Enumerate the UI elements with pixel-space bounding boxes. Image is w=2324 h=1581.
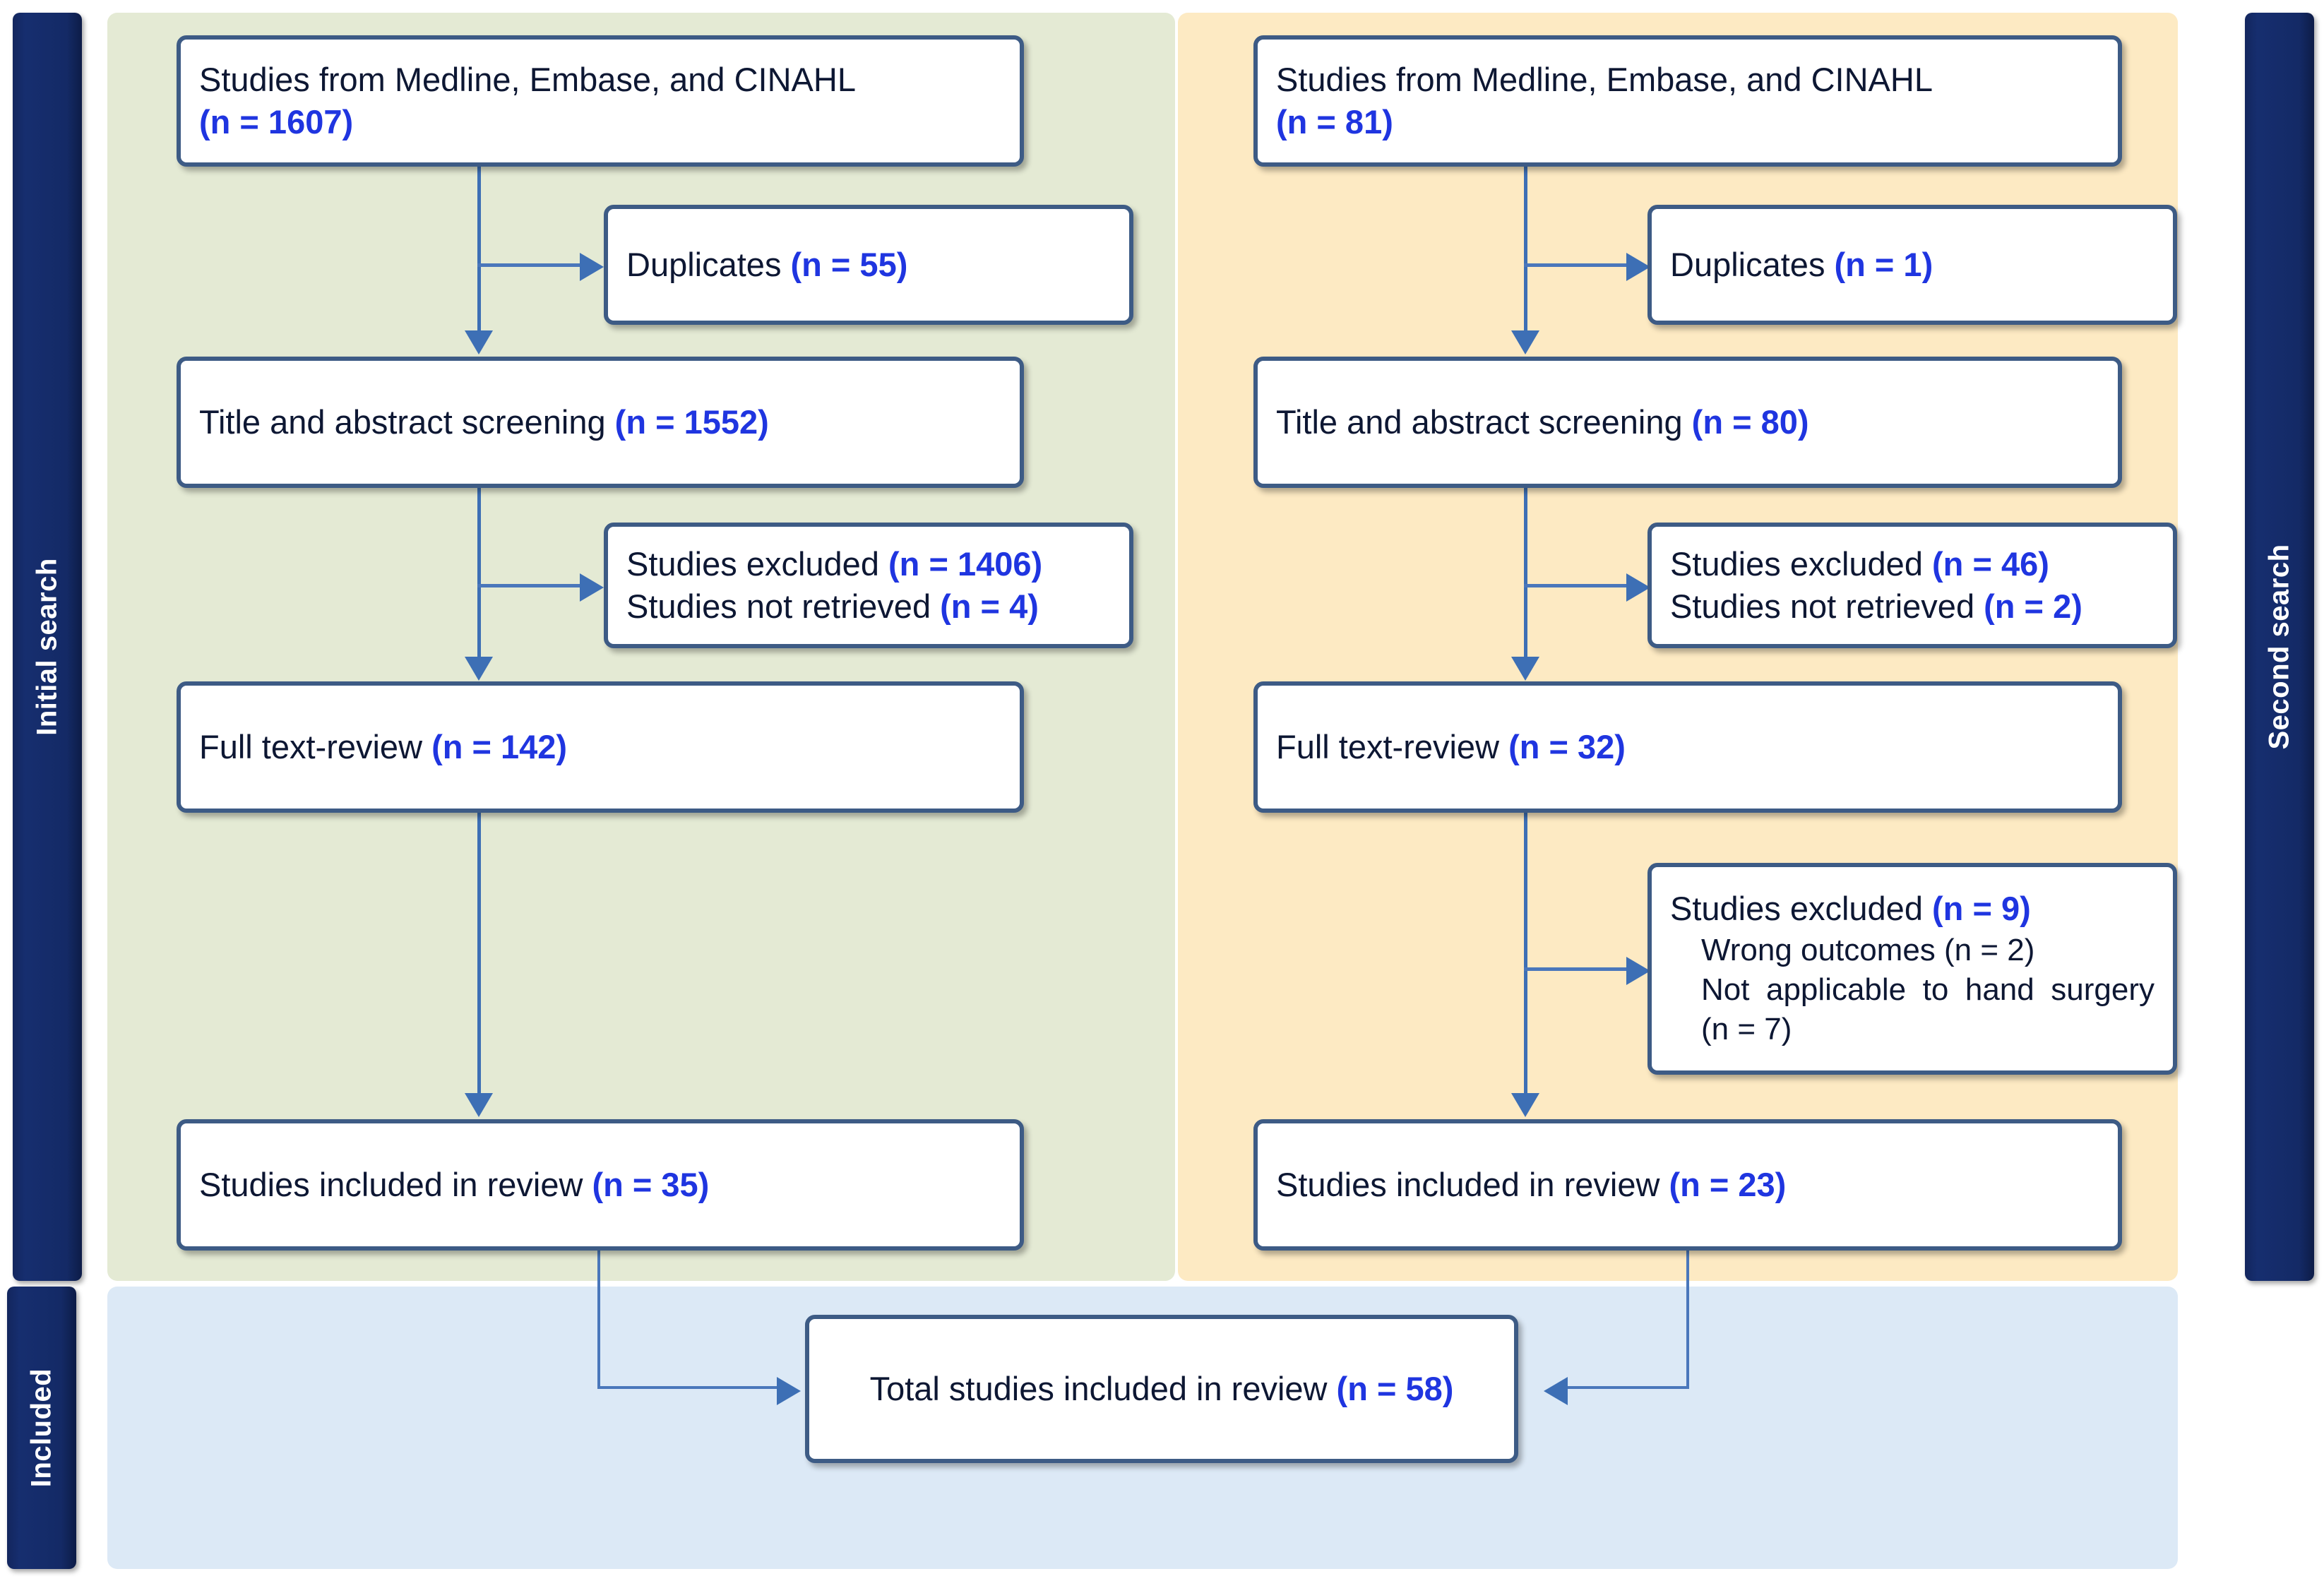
connector-right-fulltext-to-included	[1524, 813, 1527, 1095]
box-total-included-text: Total studies included in review (n = 58…	[828, 1368, 1496, 1410]
box-second-screening-label: Title and abstract screening	[1276, 402, 1692, 441]
box-second-not-retrieved-count: (n = 2)	[1984, 587, 2082, 625]
box-second-excluded-fulltext-label: Studies excluded	[1670, 890, 1933, 928]
box-second-fulltext: Full text-review (n = 32)	[1253, 681, 2122, 813]
box-second-excluded-text: Studies excluded (n = 46) Studies not re…	[1670, 543, 2155, 628]
connector-right-fulltext-to-included-arrow	[1511, 1093, 1539, 1117]
connector-left-to-excluded	[477, 584, 583, 587]
box-initial-included: Studies included in review (n = 35)	[177, 1119, 1024, 1251]
box-initial-included-count: (n = 35)	[592, 1165, 710, 1203]
box-second-fulltext-text: Full text-review (n = 32)	[1276, 726, 2099, 768]
box-initial-sources-count: (n = 1607)	[199, 103, 354, 141]
box-second-duplicates-count: (n = 1)	[1834, 245, 1933, 283]
connector-left-to-duplicates-arrow	[580, 253, 604, 281]
connector-right-screening-to-fulltext	[1524, 488, 1527, 668]
box-second-excluded-label: Studies excluded	[1670, 544, 1933, 583]
connector-right-sources-to-screening-arrow	[1511, 330, 1539, 354]
connector-right-to-excluded2-arrow	[1626, 957, 1650, 985]
box-total-included: Total studies included in review (n = 58…	[805, 1315, 1518, 1463]
box-total-included-label: Total studies included in review	[869, 1369, 1337, 1407]
box-second-duplicates-text: Duplicates (n = 1)	[1670, 244, 2155, 286]
box-second-included: Studies included in review (n = 23)	[1253, 1119, 2122, 1251]
connector-right-to-duplicates	[1524, 263, 1630, 267]
connector-left-screening-to-fulltext-arrow	[465, 657, 493, 681]
connector-right-to-excluded-arrow	[1626, 573, 1650, 602]
box-second-included-text: Studies included in review (n = 23)	[1276, 1164, 2099, 1206]
box-total-included-count: (n = 58)	[1336, 1369, 1454, 1407]
box-initial-fulltext-label: Full text-review	[199, 727, 432, 765]
box-initial-duplicates-count: (n = 55)	[790, 245, 908, 283]
connector-left-included-to-total-arrow	[777, 1377, 801, 1405]
box-initial-included-text: Studies included in review (n = 35)	[199, 1164, 1001, 1206]
box-second-excluded-fulltext-text: Studies excluded (n = 9) Wrong outcomes …	[1670, 888, 2155, 1049]
box-second-included-label: Studies included in review	[1276, 1165, 1669, 1203]
box-second-sources-count: (n = 81)	[1276, 103, 1393, 141]
box-second-screening-text: Title and abstract screening (n = 80)	[1276, 401, 2099, 443]
box-initial-duplicates: Duplicates (n = 55)	[604, 205, 1133, 325]
connector-left-fulltext-to-included-arrow	[465, 1093, 493, 1117]
box-initial-fulltext-count: (n = 142)	[431, 727, 568, 765]
box-initial-excluded-count: (n = 1406)	[888, 544, 1043, 583]
connector-left-sources-to-screening	[477, 167, 481, 350]
box-initial-duplicates-text: Duplicates (n = 55)	[626, 244, 1111, 286]
stage-label-included-text: Included	[25, 1368, 57, 1488]
box-second-sources-text: Studies from Medline, Embase, and CINAHL…	[1276, 59, 2099, 143]
connector-right-screening-to-fulltext-arrow	[1511, 657, 1539, 681]
connector-right-included-to-total-horizontal	[1568, 1386, 1689, 1389]
box-initial-fulltext: Full text-review (n = 142)	[177, 681, 1024, 813]
connector-left-to-excluded-arrow	[580, 573, 604, 602]
box-second-excluded-fulltext-count: (n = 9)	[1932, 890, 2031, 928]
box-initial-excluded: Studies excluded (n = 1406) Studies not …	[604, 523, 1133, 648]
box-initial-screening: Title and abstract screening (n = 1552)	[177, 357, 1024, 488]
stage-label-second-search-text: Second search	[2263, 544, 2295, 750]
connector-right-included-to-total-arrow	[1544, 1377, 1568, 1405]
stage-label-included: Included	[7, 1287, 76, 1569]
box-second-excluded-reason-1: Wrong outcomes (n = 2)	[1701, 932, 2035, 967]
box-initial-included-label: Studies included in review	[199, 1165, 592, 1203]
box-second-excluded-count: (n = 46)	[1932, 544, 2049, 583]
box-second-fulltext-count: (n = 32)	[1508, 727, 1626, 765]
connector-right-to-duplicates-arrow	[1626, 253, 1650, 281]
box-initial-screening-text: Title and abstract screening (n = 1552)	[199, 401, 1001, 443]
box-initial-screening-label: Title and abstract screening	[199, 402, 615, 441]
box-initial-sources-label: Studies from Medline, Embase, and CINAHL	[199, 60, 856, 98]
connector-left-fulltext-to-included	[477, 813, 481, 1095]
box-initial-screening-count: (n = 1552)	[614, 402, 769, 441]
box-initial-not-retrieved-label: Studies not retrieved	[626, 587, 941, 625]
connector-right-sources-to-screening	[1524, 167, 1527, 350]
box-second-not-retrieved-label: Studies not retrieved	[1670, 587, 1984, 625]
box-second-duplicates: Duplicates (n = 1)	[1647, 205, 2177, 325]
connector-left-to-duplicates	[477, 263, 583, 267]
box-initial-excluded-label: Studies excluded	[626, 544, 889, 583]
box-initial-sources: Studies from Medline, Embase, and CINAHL…	[177, 35, 1024, 167]
box-second-fulltext-label: Full text-review	[1276, 727, 1509, 765]
box-second-excluded-reason-2: Not applicable to hand surgery (n = 7)	[1701, 972, 2155, 1047]
box-initial-fulltext-text: Full text-review (n = 142)	[199, 726, 1001, 768]
stage-label-second-search: Second search	[2245, 13, 2314, 1281]
box-second-included-count: (n = 23)	[1669, 1165, 1787, 1203]
box-second-excluded: Studies excluded (n = 46) Studies not re…	[1647, 523, 2177, 648]
box-second-screening: Title and abstract screening (n = 80)	[1253, 357, 2122, 488]
box-initial-duplicates-label: Duplicates	[626, 245, 791, 283]
box-initial-not-retrieved-count: (n = 4)	[940, 587, 1039, 625]
box-second-excluded-fulltext: Studies excluded (n = 9) Wrong outcomes …	[1647, 863, 2177, 1075]
connector-left-sources-to-screening-arrow	[465, 330, 493, 354]
connector-right-included-to-total-vertical	[1686, 1251, 1689, 1389]
connector-right-to-excluded	[1524, 584, 1630, 587]
connector-left-included-to-total-horizontal	[597, 1386, 781, 1389]
box-initial-sources-text: Studies from Medline, Embase, and CINAHL…	[199, 59, 1001, 143]
stage-label-initial-search: Initial search	[13, 13, 82, 1281]
box-second-duplicates-label: Duplicates	[1670, 245, 1835, 283]
stage-label-initial-search-text: Initial search	[31, 558, 63, 736]
connector-right-to-excluded2	[1524, 967, 1630, 971]
connector-left-included-to-total-vertical	[597, 1251, 600, 1389]
connector-left-screening-to-fulltext	[477, 488, 481, 668]
box-second-sources: Studies from Medline, Embase, and CINAHL…	[1253, 35, 2122, 167]
box-initial-excluded-text: Studies excluded (n = 1406) Studies not …	[626, 543, 1111, 628]
box-second-sources-label: Studies from Medline, Embase, and CINAHL	[1276, 60, 1933, 98]
box-second-screening-count: (n = 80)	[1691, 402, 1809, 441]
